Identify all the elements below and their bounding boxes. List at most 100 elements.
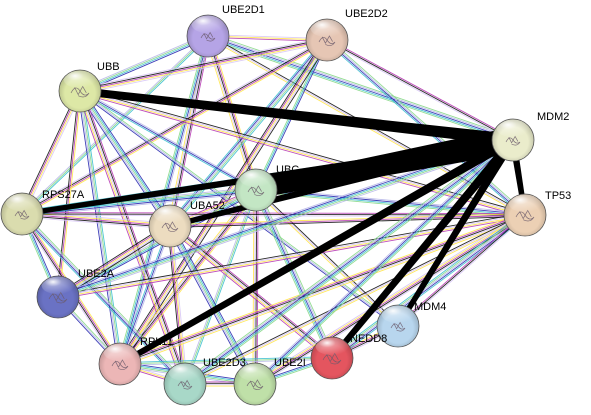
evidence-line [183, 137, 512, 383]
edge-uba52-ube2d3 [167, 225, 188, 385]
node-outline [234, 168, 278, 212]
node-ube2a[interactable]: UBE2A [36, 268, 115, 319]
protein-structure-icon [246, 379, 264, 390]
node-ube2d3[interactable]: UBE2D3 [163, 357, 246, 406]
evidence-line [117, 38, 326, 363]
evidence-line [396, 213, 525, 326]
node-rps27a[interactable]: RPS27A [0, 189, 85, 236]
evidence-line [253, 212, 524, 383]
node-ube2d2[interactable]: UBE2D2 [305, 8, 388, 62]
evidence-line [21, 214, 185, 385]
node-mdm2[interactable]: MDM2 [491, 111, 569, 162]
edge-ubb-rps27a [19, 89, 83, 216]
node-outline [233, 362, 277, 406]
edge-uba52-rpl11 [118, 225, 172, 365]
evidence-line [23, 91, 83, 216]
evidence-line [169, 214, 526, 227]
evidence-line [170, 225, 187, 384]
edge-ube2a-tp53 [57, 212, 526, 300]
edge-ubc-nedd8 [253, 188, 335, 360]
edge-ubb-rpl11 [77, 90, 123, 365]
edge-ube2d3-tp53 [184, 213, 526, 386]
edge-rps27a-uba52 [21, 210, 171, 230]
evidence-line [22, 213, 186, 384]
edge-rpl11-tp53 [118, 211, 527, 368]
edge-ube2d2-ubb [79, 36, 328, 95]
node-highlight [168, 363, 202, 382]
node-outline [186, 14, 230, 58]
protein-structure-icon [247, 185, 265, 196]
node-ube2i[interactable]: UBE2I [233, 357, 306, 406]
node-label: UBB [97, 61, 120, 73]
evidence-line [119, 213, 525, 364]
evidence-line [253, 190, 330, 360]
evidence-line [22, 36, 210, 216]
evidence-line [119, 225, 171, 365]
evidence-line [171, 225, 188, 384]
evidence-line [168, 38, 327, 226]
node-highlight [381, 305, 415, 324]
evidence-line [170, 36, 210, 227]
node-highlight [5, 193, 39, 212]
evidence-line [21, 213, 171, 227]
node-label: UBA52 [190, 200, 225, 212]
protein-structure-icon [322, 352, 342, 365]
evidence-line [255, 140, 514, 385]
evidence-line [254, 213, 525, 384]
evidence-line [207, 36, 513, 142]
evidence-line [20, 34, 208, 214]
evidence-line [183, 138, 513, 384]
evidence-line [183, 189, 256, 384]
evidence-line [120, 226, 172, 365]
evidence-line [23, 212, 187, 383]
evidence-line [77, 91, 119, 365]
protein-structure-icon [111, 359, 129, 370]
node-mdm4[interactable]: MDM4 [376, 301, 446, 348]
strong-edge-mdm2-ubb [79, 87, 514, 146]
evidence-line [57, 90, 81, 298]
evidence-line [57, 212, 525, 296]
evidence-line [119, 189, 257, 365]
node-uba52[interactable]: UBA52 [148, 200, 225, 248]
node-ubc[interactable]: UBC [234, 164, 299, 212]
evidence-line [119, 357, 333, 365]
node-outline [310, 336, 354, 380]
node-label: UBE2I [274, 357, 306, 369]
evidence-line [255, 189, 333, 359]
evidence-line [256, 189, 334, 358]
evidence-line [79, 91, 256, 192]
node-ube2d1[interactable]: UBE2D1 [186, 4, 265, 58]
protein-structure-icon [48, 291, 68, 304]
evidence-line [22, 212, 171, 226]
evidence-line [79, 90, 257, 191]
evidence-line [185, 190, 258, 385]
node-tp53[interactable]: TP53 [503, 190, 571, 237]
evidence-line [79, 39, 328, 92]
evidence-line [254, 190, 332, 359]
node-label: UBE2D3 [203, 357, 246, 369]
node-highlight [63, 70, 97, 89]
evidence-line [254, 139, 513, 384]
evidence-line [184, 214, 526, 385]
node-highlight [238, 363, 272, 382]
node-nedd8[interactable]: NEDD8 [310, 333, 387, 380]
node-outline [148, 204, 192, 248]
strong-edge-mdm2-mdm4 [395, 137, 517, 328]
evidence-line [58, 190, 257, 299]
node-rpl11[interactable]: RPL11 [98, 336, 173, 386]
node-label: UBE2A [78, 268, 115, 280]
node-highlight [41, 276, 75, 295]
evidence-line [120, 215, 526, 366]
evidence-line [120, 217, 527, 368]
node-highlight [153, 205, 187, 224]
node-outline [36, 275, 80, 319]
evidence-line [78, 91, 170, 228]
evidence-line [78, 91, 120, 365]
node-outline [503, 193, 547, 237]
node-ubb[interactable]: UBB [58, 61, 120, 113]
evidence-line [58, 216, 526, 300]
evidence-line [208, 34, 514, 140]
evidence-line [79, 36, 327, 89]
evidence-line [22, 212, 526, 215]
node-label: MDM2 [537, 111, 569, 123]
